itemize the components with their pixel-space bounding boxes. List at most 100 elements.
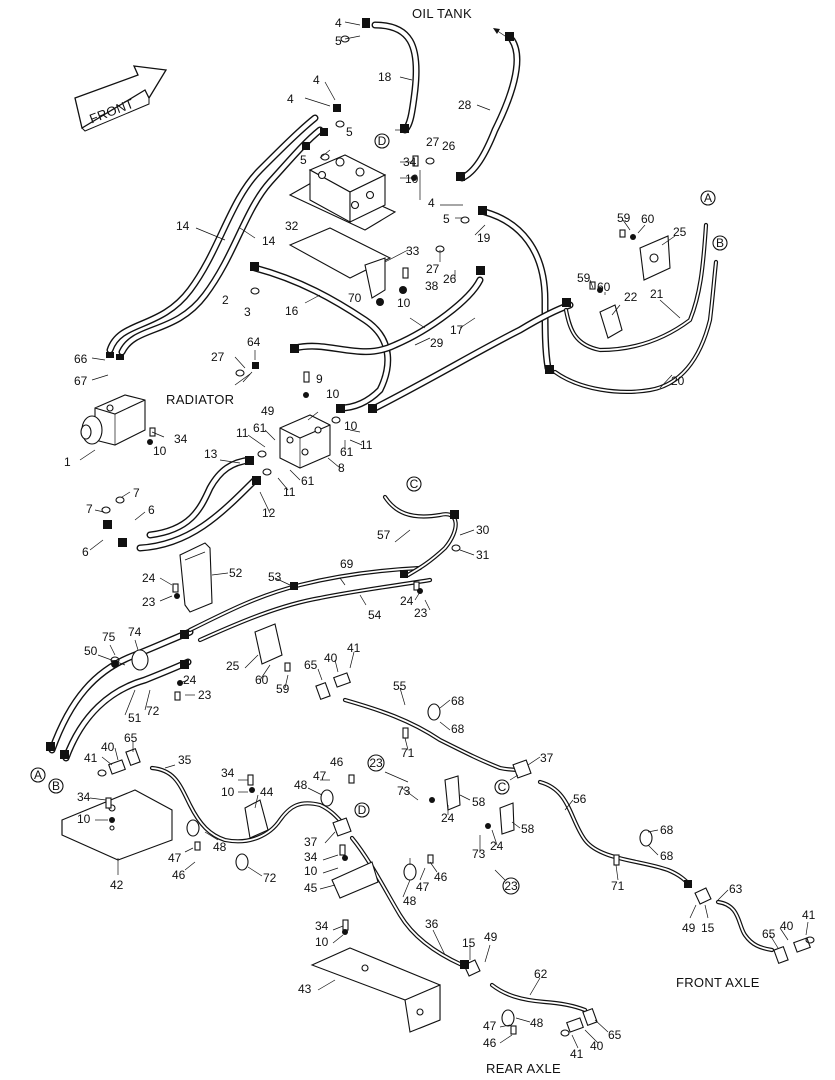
- bracket: [364, 257, 386, 299]
- callout: 41: [802, 908, 816, 922]
- callout: 58: [472, 795, 486, 809]
- fitting-36: [460, 960, 469, 969]
- callout: 35: [178, 753, 192, 767]
- callout: 61: [301, 474, 315, 488]
- callout: 26: [442, 139, 456, 153]
- fitting-57: [450, 510, 459, 519]
- callout: 65: [124, 731, 138, 745]
- fitting-18: [400, 124, 409, 133]
- elbow-40: [333, 672, 351, 688]
- callout: 6: [82, 545, 89, 559]
- callout: 68: [451, 722, 465, 736]
- callout: 46: [172, 868, 186, 882]
- fitting-64: [290, 344, 299, 353]
- callout: 52: [229, 566, 243, 580]
- fitting-12: [252, 476, 261, 485]
- callout: 9: [316, 372, 323, 386]
- connector-c-top: C: [410, 477, 419, 491]
- callout: 73: [397, 784, 411, 798]
- callout: 49: [261, 404, 275, 418]
- fitting-54: [400, 570, 408, 578]
- callout: 20: [671, 374, 685, 388]
- clamp-22: [599, 304, 623, 339]
- callout: 48: [530, 1016, 544, 1030]
- callout: 38: [425, 279, 439, 293]
- callout: 17: [450, 323, 464, 337]
- callout: 27: [426, 135, 440, 149]
- callout: 41: [84, 751, 98, 765]
- callout: 27: [211, 350, 225, 364]
- callout: 31: [476, 548, 490, 562]
- callout: 68: [660, 823, 674, 837]
- tee-fitting-37b: [332, 817, 352, 837]
- fitting-51b: [60, 750, 69, 759]
- callout: 40: [590, 1039, 604, 1053]
- callout: 18: [378, 70, 392, 84]
- callout: 4: [428, 196, 435, 210]
- fitting-17: [368, 404, 377, 413]
- callout: 4: [335, 16, 342, 30]
- elbow-65d: [582, 1008, 598, 1026]
- fitting-13: [245, 456, 254, 465]
- callout: 5: [443, 212, 450, 226]
- radiator-label: RADIATOR: [166, 392, 234, 407]
- valve-block: [288, 154, 397, 231]
- callout: 53: [268, 570, 282, 584]
- callout: 64: [247, 335, 261, 349]
- callout: 46: [483, 1036, 497, 1050]
- callout: 25: [226, 659, 240, 673]
- fitting-66: [106, 352, 114, 358]
- fitting-4: [302, 142, 310, 150]
- fitting-53: [180, 630, 189, 639]
- hardware: [105, 155, 636, 1035]
- callout: 69: [340, 557, 354, 571]
- callout: 12: [262, 506, 276, 520]
- callout: 22: [624, 290, 638, 304]
- callout: 14: [262, 234, 276, 248]
- clamp-48c: [403, 863, 417, 881]
- bracket-45: [331, 861, 379, 899]
- callout: 71: [611, 879, 625, 893]
- callout: 24: [183, 673, 197, 687]
- callout: 34: [315, 919, 329, 933]
- rear-axle-label: REAR AXLE: [486, 1061, 561, 1076]
- callout: 10: [326, 387, 340, 401]
- callout: 60: [641, 212, 655, 226]
- callout: 40: [101, 740, 115, 754]
- callout: 55: [393, 679, 407, 693]
- callout: 34: [77, 790, 91, 804]
- callout: 68: [451, 694, 465, 708]
- clamp-48d: [501, 1009, 515, 1027]
- callout: 34: [403, 155, 417, 169]
- connector-c-bottom: C: [498, 780, 507, 794]
- callout: 24: [400, 594, 414, 608]
- elbow-40b: [108, 759, 126, 775]
- callout: 34: [221, 766, 235, 780]
- callout: 27: [426, 262, 440, 276]
- fitting-19: [478, 206, 487, 215]
- elbow-65b: [125, 748, 141, 766]
- callout: 13: [204, 447, 218, 461]
- callout: 65: [304, 658, 318, 672]
- fitting-26: [456, 172, 465, 181]
- elbow-65: [315, 682, 331, 700]
- plate-42: [61, 789, 173, 861]
- clamp-68: [427, 703, 441, 721]
- callout: 11: [283, 485, 296, 499]
- callout: 37: [540, 751, 554, 765]
- callout: 65: [762, 927, 776, 941]
- callout: 23: [198, 688, 212, 702]
- callout: 47: [168, 851, 182, 865]
- ref-23-bottom: 23: [504, 879, 518, 893]
- callout: 15: [701, 921, 715, 935]
- radiator-arrow: [234, 373, 251, 386]
- fitting-15-front: [694, 887, 712, 905]
- connector-d-bottom: D: [358, 803, 367, 817]
- callout: 4: [313, 73, 320, 87]
- callout: 40: [780, 919, 794, 933]
- callout: 65: [608, 1028, 622, 1042]
- callout: 42: [110, 878, 124, 892]
- fitting-29: [336, 404, 345, 413]
- fitting-16: [250, 262, 259, 271]
- callout: 68: [660, 849, 674, 863]
